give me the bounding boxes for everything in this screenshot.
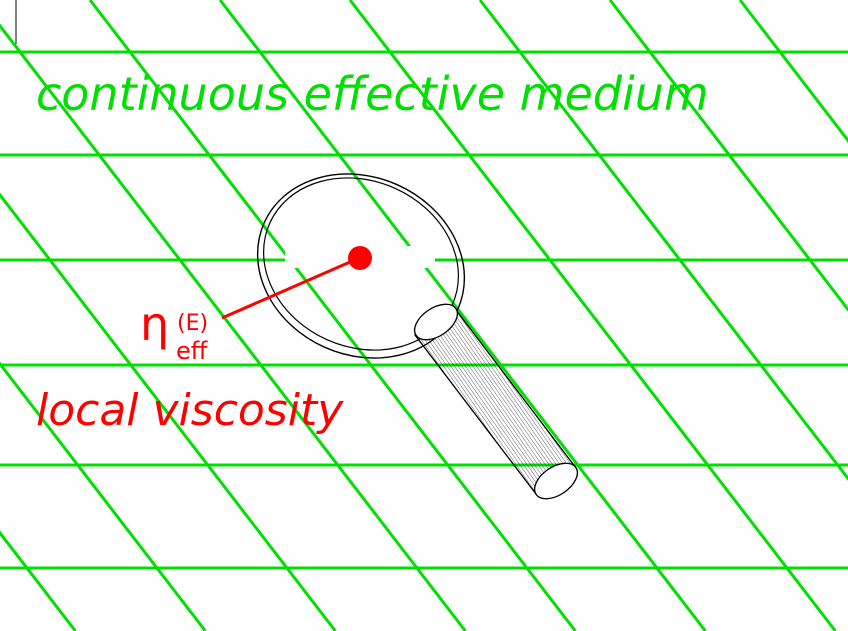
eta-superscript: (E) (177, 311, 208, 336)
local-viscosity-label: local viscosity (36, 385, 344, 436)
magnifying-glass-icon (228, 142, 584, 506)
probe-point (348, 246, 372, 270)
medium-label: continuous effective medium (36, 67, 709, 121)
eta-symbol: η (140, 297, 169, 351)
magnifier-handle (408, 297, 583, 506)
grid-diagonal-line-11 (740, 0, 848, 631)
eta-subscript: eff (176, 337, 208, 365)
